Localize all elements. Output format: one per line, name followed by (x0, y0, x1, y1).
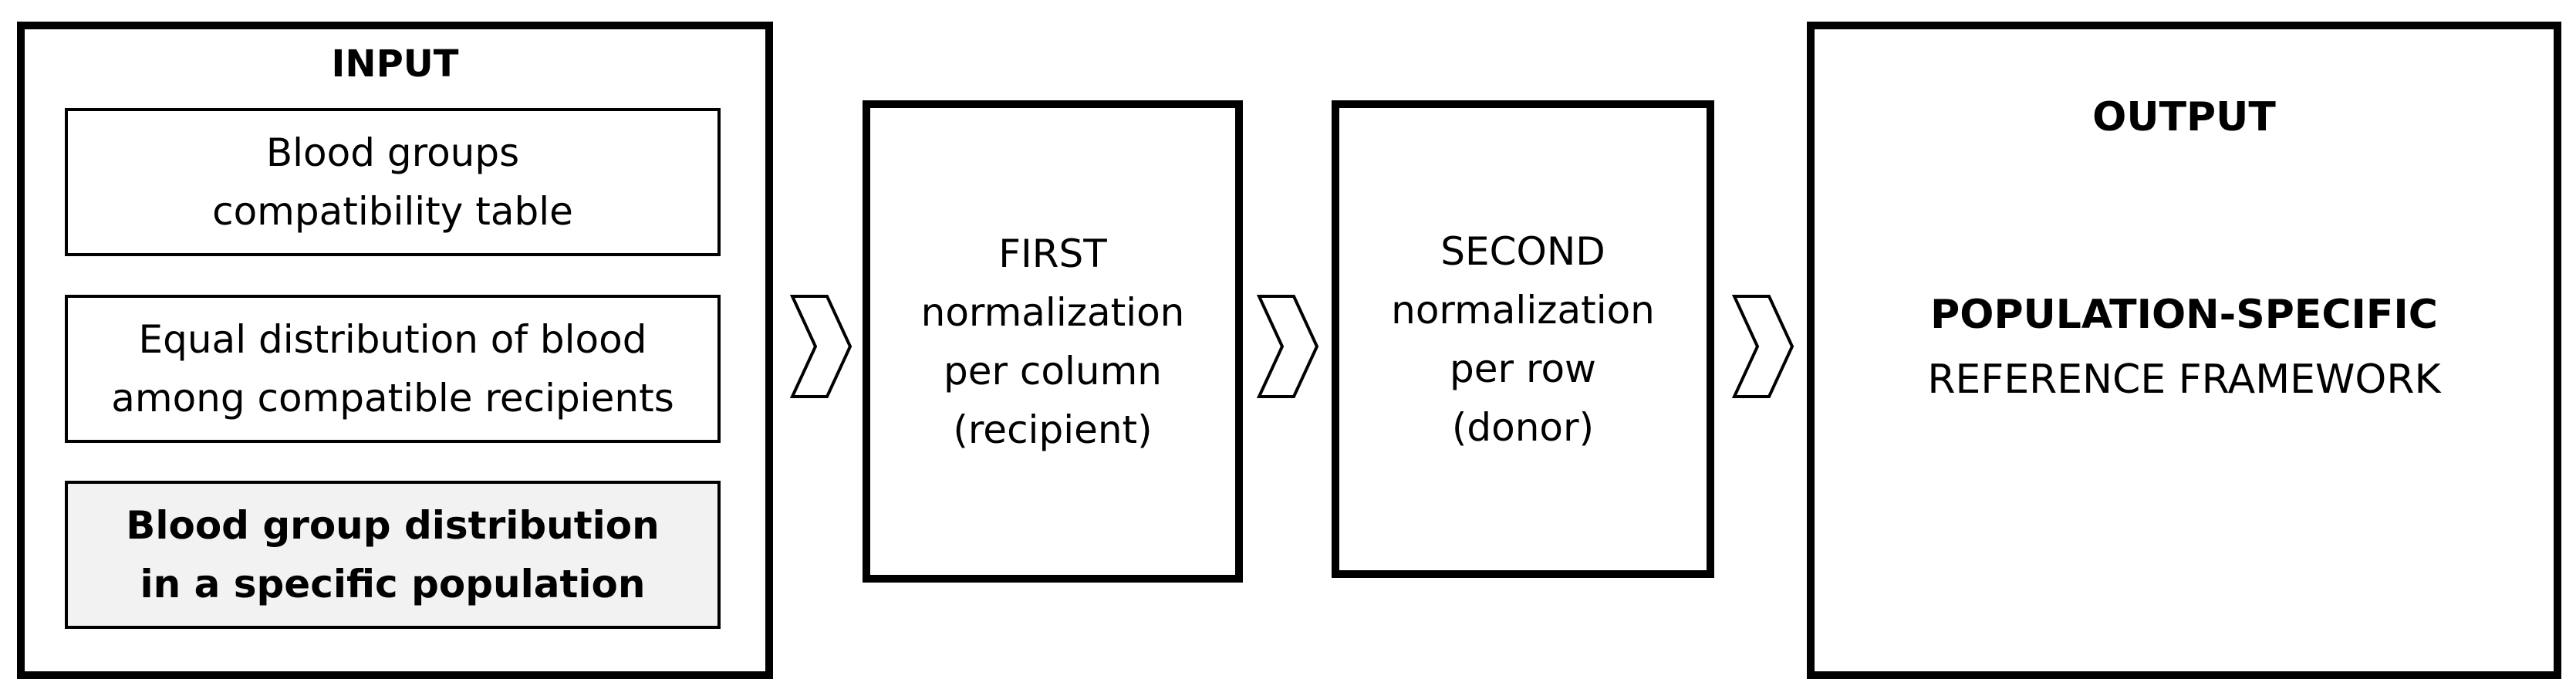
input-title: INPUT (331, 42, 459, 86)
output-line-2: REFERENCE FRAMEWORK (1927, 356, 2441, 403)
step-first-normalization: FIRST normalization per column (recipien… (863, 100, 1243, 583)
input-item-label: Blood group distribution in a specific p… (126, 503, 660, 606)
chevron-right-icon (1256, 295, 1319, 398)
input-item-equal-distribution: Equal distribution of blood among compat… (65, 295, 721, 443)
step-label: SECOND normalization per row (donor) (1391, 228, 1655, 450)
input-item-label: Blood groups compatibility table (212, 130, 573, 234)
output-panel (1807, 22, 2561, 679)
input-item-population-distribution: Blood group distribution in a specific p… (65, 481, 721, 629)
output-title: OUTPUT (2092, 94, 2276, 140)
input-item-label: Equal distribution of blood among compat… (111, 317, 674, 421)
step-label: FIRST normalization per column (recipien… (920, 231, 1185, 452)
chevron-right-icon (1731, 295, 1794, 398)
step-second-normalization: SECOND normalization per row (donor) (1332, 100, 1714, 578)
output-line-1: POPULATION-SPECIFIC (1930, 292, 2438, 338)
input-item-compatibility-table: Blood groups compatibility table (65, 108, 721, 256)
chevron-right-icon (789, 295, 852, 398)
